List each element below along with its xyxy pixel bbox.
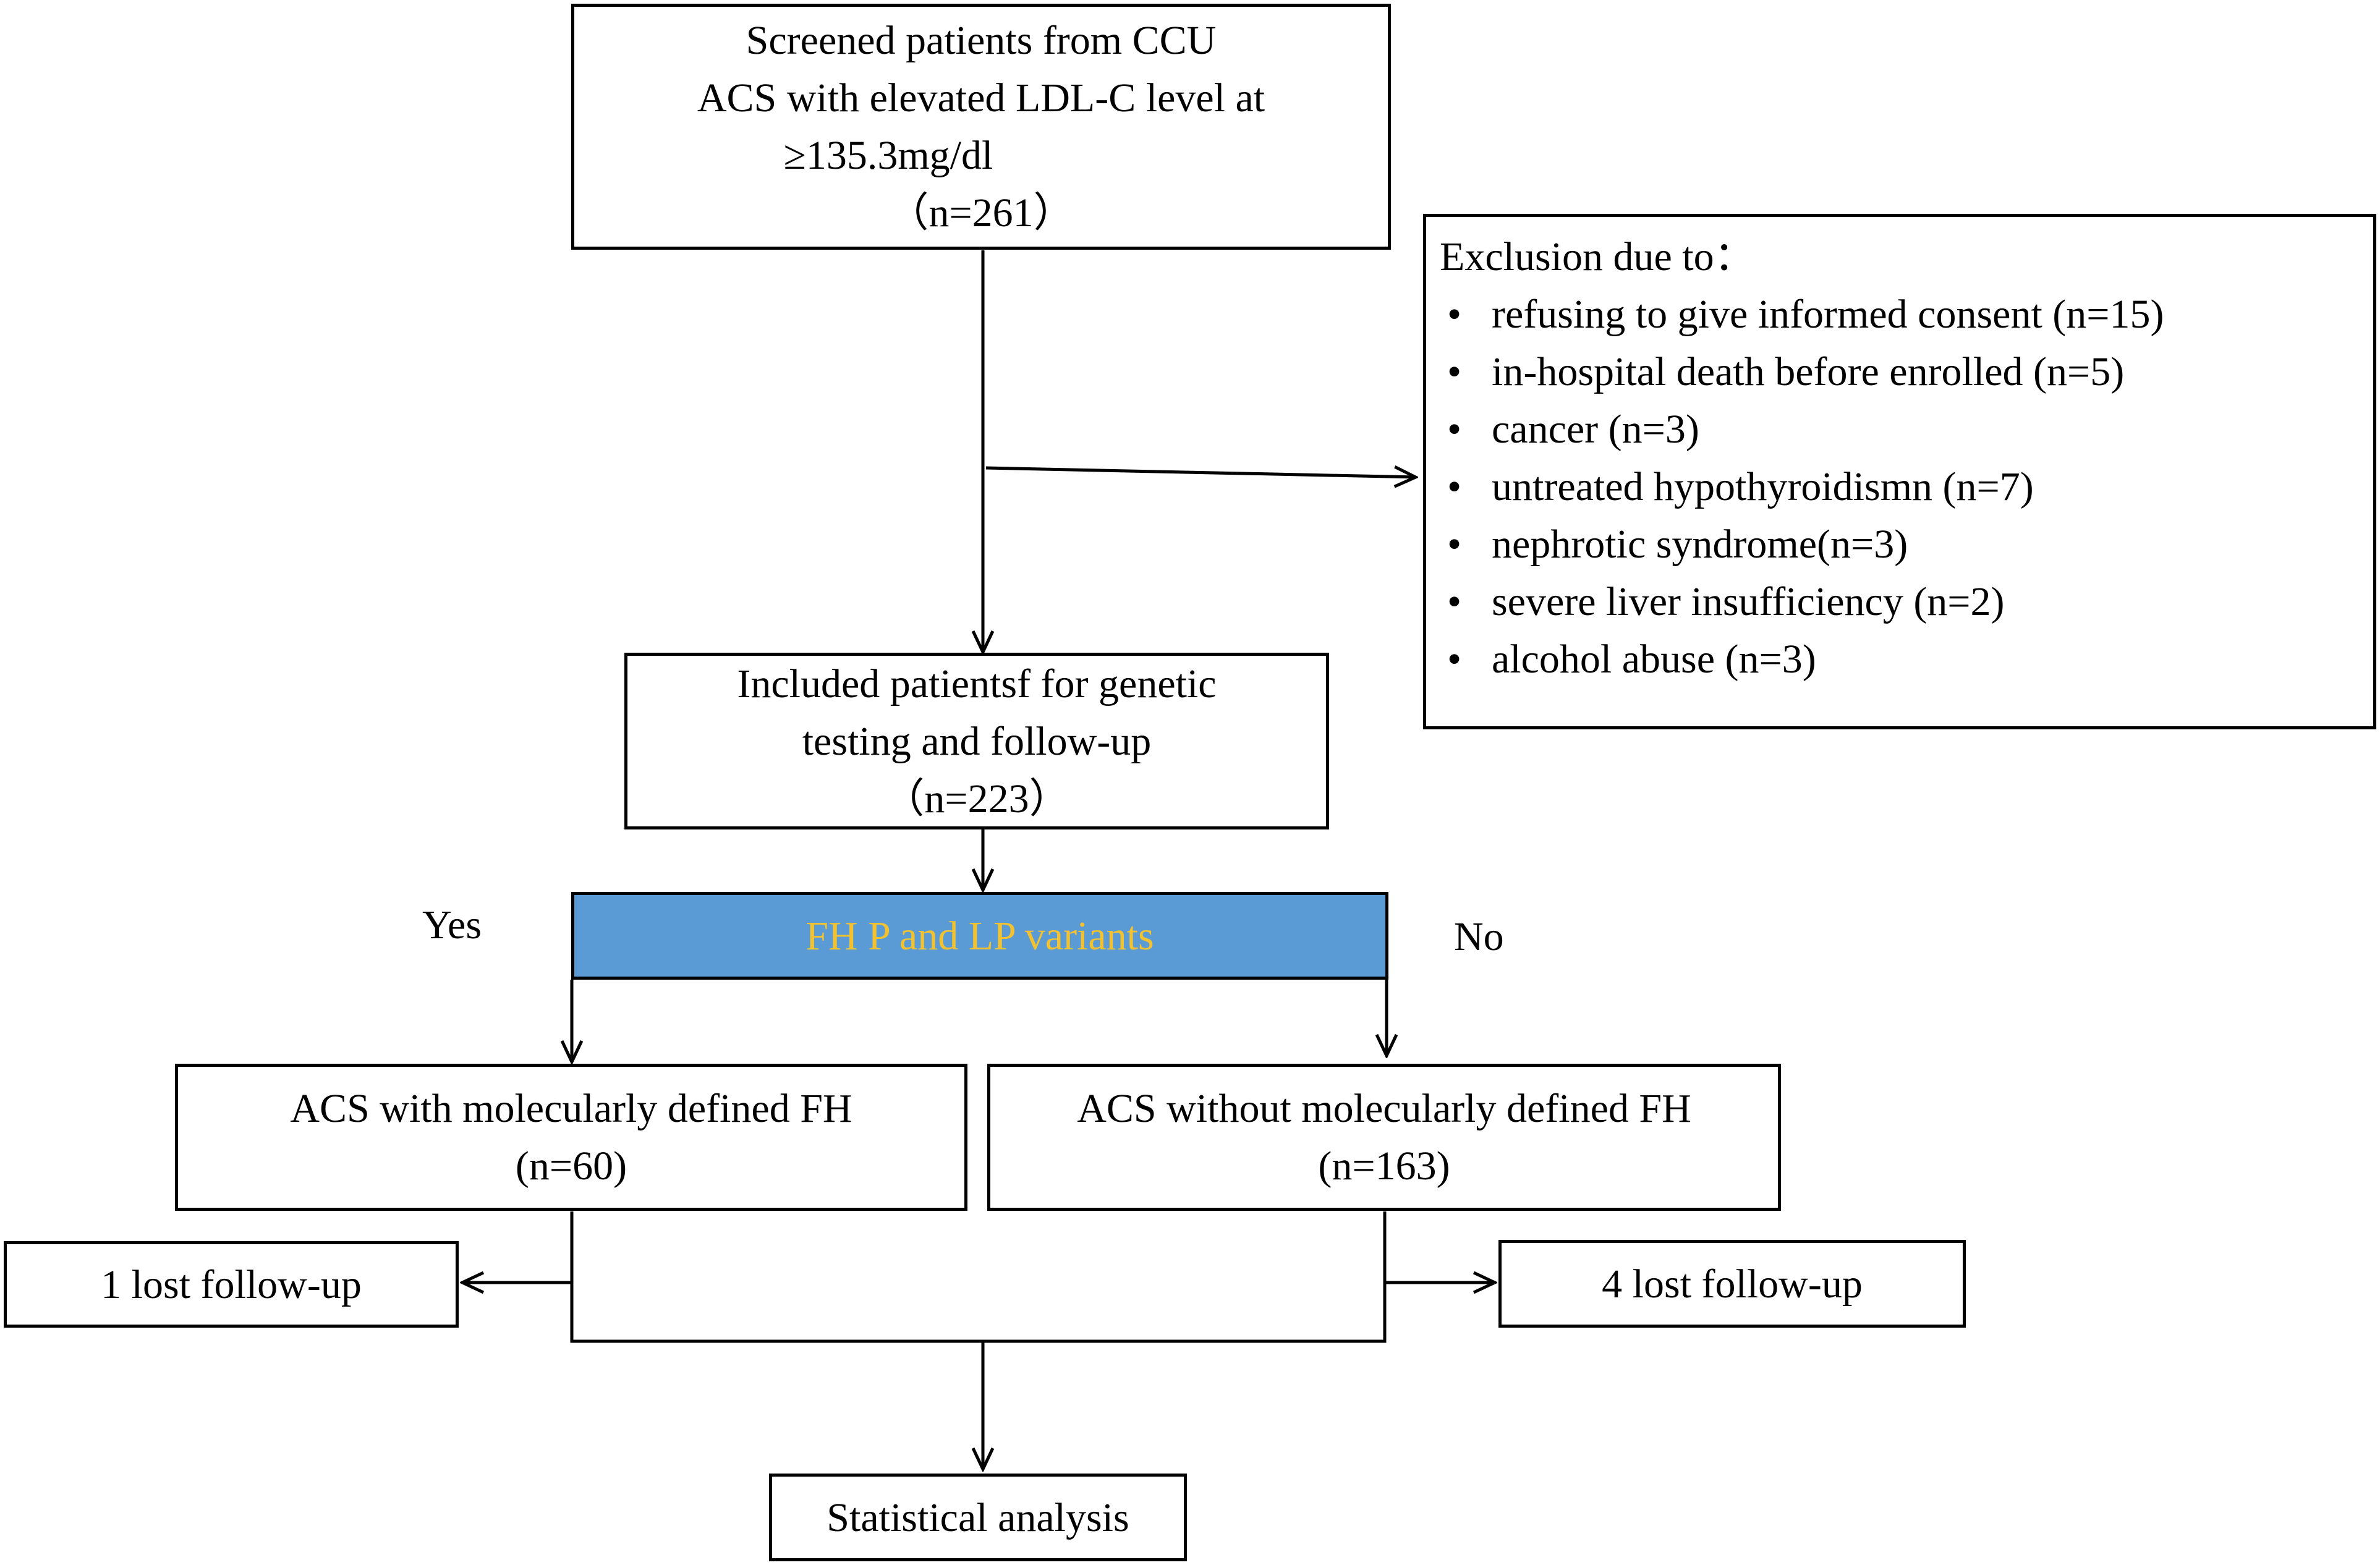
exclusion-item: alcohol abuse (n=3) [1440, 630, 2164, 688]
with-fh-line-2: (n=60) [515, 1143, 627, 1189]
exclusion-list: refusing to give informed consent (n=15)… [1440, 286, 2164, 688]
exclusion-item: severe liver insufficiency (n=2) [1440, 573, 2164, 630]
analysis-label: Statistical analysis [827, 1495, 1129, 1540]
exclusion-item: refusing to give informed consent (n=15) [1440, 286, 2164, 343]
lost-left-label: 1 lost follow-up [101, 1262, 362, 1307]
screened-line-1: Screened patients from CCU [746, 18, 1217, 63]
without-fh-line-1: ACS without molecularly defined FH [1077, 1086, 1691, 1131]
lost-right-label: 4 lost follow-up [1602, 1261, 1863, 1307]
screened-line-4: （n=261） [888, 190, 1074, 235]
exclusion-item: untreated hypothyroidismn (n=7) [1440, 458, 2164, 515]
decision-label: FH P and LP variants [805, 913, 1154, 959]
screened-line-3: ≥135.3mg/dl [783, 133, 993, 178]
included-line-1: Included patientsf for genetic [737, 661, 1217, 706]
exclusion-item: in-hospital death before enrolled (n=5) [1440, 343, 2164, 401]
exclusion-title: Exclusion due to： [1440, 234, 1755, 279]
no-label: No [1454, 914, 1504, 959]
lost-follow-up-left-box: 1 lost follow-up [4, 1241, 459, 1328]
screened-line-2: ACS with elevated LDL-C level at [697, 75, 1265, 121]
with-fh-line-1: ACS with molecularly defined FH [290, 1086, 852, 1131]
included-patients-box: Included patientsf for genetic testing a… [624, 653, 1329, 829]
lost-follow-up-right-box: 4 lost follow-up [1498, 1240, 1966, 1328]
acs-without-fh-box: ACS without molecularly defined FH (n=16… [987, 1064, 1781, 1211]
included-line-3: （n=223） [883, 776, 1070, 821]
screened-patients-box: Screened patients from CCU ACS with elev… [571, 4, 1391, 250]
fh-variants-decision-box: FH P and LP variants [571, 892, 1388, 980]
exclusion-item: cancer (n=3) [1440, 401, 2164, 458]
without-fh-line-2: (n=163) [1318, 1143, 1450, 1189]
bracket-groups-to-analysis [570, 1211, 1387, 1343]
statistical-analysis-box: Statistical analysis [769, 1474, 1187, 1561]
acs-with-fh-box: ACS with molecularly defined FH (n=60) [175, 1064, 967, 1211]
yes-label: Yes [422, 902, 482, 948]
included-line-2: testing and follow-up [802, 718, 1152, 764]
exclusion-box: Exclusion due to： refusing to give infor… [1423, 214, 2376, 729]
arrow-to-exclusion [985, 468, 1416, 477]
exclusion-item: nephrotic syndrome(n=3) [1440, 515, 2164, 573]
